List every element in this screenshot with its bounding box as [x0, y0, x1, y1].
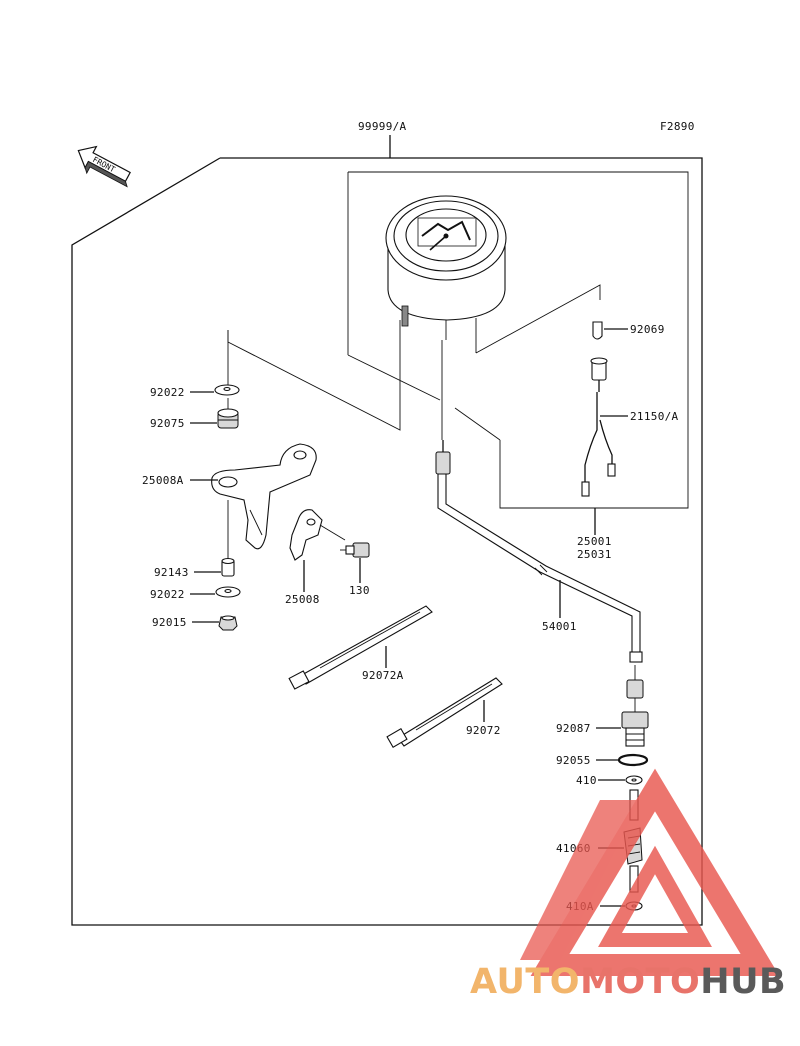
label-92075: 92075: [150, 417, 185, 430]
watermark-hub: HUB: [700, 962, 787, 1002]
watermark-brand: AUTOMOTOHUB: [470, 962, 786, 1002]
label-21150A: 21150/A: [630, 410, 679, 423]
speedometer-cable-54001: [435, 440, 643, 663]
collar-92143: [221, 557, 235, 577]
watermark-moto: MOTO: [580, 962, 701, 1002]
label-92087: 92087: [556, 722, 591, 735]
nut-92087: [621, 711, 649, 747]
tie-band-92072A: [288, 605, 433, 690]
label-92072: 92072: [466, 724, 501, 737]
label-92022-top: 92022: [150, 386, 185, 399]
tie-band-92072: [386, 677, 503, 748]
figure-code: F2890: [660, 120, 695, 133]
grommet-92075: [217, 408, 239, 429]
washer-92022-top: [214, 384, 240, 396]
label-25031: 25031: [577, 548, 612, 561]
speedometer: [385, 195, 507, 440]
o-ring-92055: [617, 753, 649, 767]
clamp-25008: [289, 509, 323, 561]
label-25008: 25008: [285, 593, 320, 606]
wiring-harness: [581, 392, 616, 497]
watermark-auto: AUTO: [470, 962, 581, 1002]
label-92055: 92055: [556, 754, 591, 767]
washer-92022-bottom: [215, 586, 241, 598]
assembly-frame: [71, 157, 703, 926]
watermark-triangle-logo: [520, 768, 780, 976]
bolt-130: [340, 542, 370, 558]
assembly-ref-label: 99999/A: [358, 120, 407, 133]
label-25001: 25001: [577, 535, 612, 548]
washer-410: [625, 775, 643, 785]
indicator-bulb: [590, 321, 608, 392]
label-92022-bottom: 92022: [150, 588, 185, 601]
label-25008A: 25008A: [142, 474, 184, 487]
label-92072A: 92072A: [362, 669, 404, 682]
label-54001: 54001: [542, 620, 577, 633]
nut-92015: [218, 615, 238, 631]
label-92069: 92069: [630, 323, 665, 336]
label-410: 410: [576, 774, 597, 787]
bracket-25008A: [211, 443, 317, 550]
label-130: 130: [349, 584, 370, 597]
label-92143: 92143: [154, 566, 189, 579]
meter-subframe: [227, 171, 689, 509]
label-92015: 92015: [152, 616, 187, 629]
cable-end-fitting: [626, 679, 644, 712]
front-arrow-icon: FRONT: [77, 145, 131, 188]
